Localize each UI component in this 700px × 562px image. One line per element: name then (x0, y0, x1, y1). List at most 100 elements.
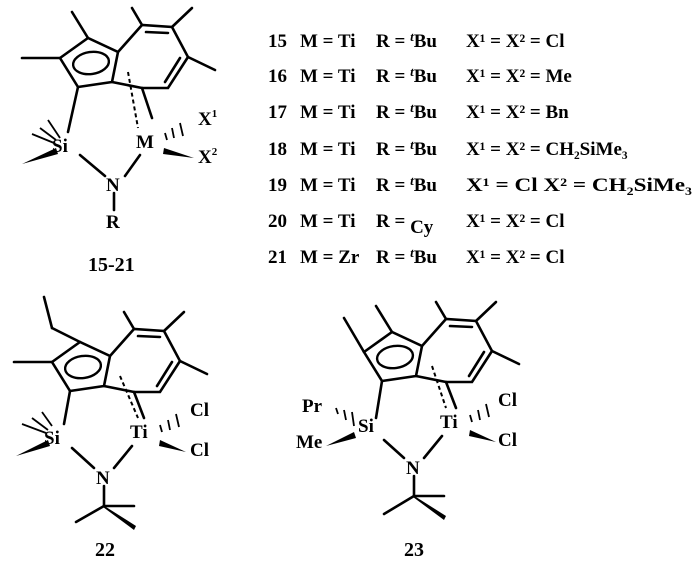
chloride-label: Cl (190, 400, 209, 421)
metal-label: M (136, 132, 154, 153)
metal-spec: M = Ti (300, 31, 356, 52)
compound-number: 22 (95, 539, 115, 561)
methyl-label: Me (296, 432, 322, 453)
wedge-bond (16, 440, 50, 456)
ethyl-bond (50, 326, 82, 344)
tbu-bond (74, 504, 106, 524)
hashed-bond (485, 403, 490, 418)
methyl-bond (132, 390, 146, 420)
structure-22: Si Ti N Cl Cl 22 (12, 295, 209, 561)
eta-coordination-bond (119, 375, 139, 419)
methyl-bond (434, 300, 448, 321)
ring-si-bond (66, 85, 80, 134)
structure-15-21: Si M N R X1 X2 15-21 (20, 6, 218, 276)
methyl-bond (170, 6, 194, 29)
x-spec: X¹ = X² = Me (466, 66, 572, 87)
compound-number: 17 (268, 102, 288, 123)
x-spec: X¹ = X² = Bn (466, 102, 569, 123)
silicon-label: Si (44, 428, 60, 449)
hashed-bond (351, 411, 355, 427)
methyl-bond (490, 349, 521, 366)
n-m-bond (123, 153, 142, 178)
double-bond (155, 360, 174, 388)
r-group-label: R (106, 212, 120, 233)
eta-coordination-bond (127, 71, 139, 129)
methyl-bond (122, 310, 136, 331)
metal-spec: M = Ti (300, 211, 356, 232)
table-row: 19 M = Ti R = tBu X¹ = Cl X² = CH₂SiMe₃ (268, 173, 692, 196)
hashed-bond (171, 127, 175, 139)
compound-table: 15 M = Ti R = tBu X¹ = X² = Cl 16 M = Ti… (268, 29, 692, 268)
hashed-bond (159, 424, 163, 433)
compound-number: 23 (404, 539, 424, 561)
table-row: 20 M = Ti R = Cy X¹ = X² = Cl (268, 211, 565, 238)
hashed-bond (335, 407, 339, 415)
aromatic-ring-circle (375, 344, 415, 370)
ring-si-bond (374, 379, 384, 420)
aromatic-ring-circle (71, 50, 111, 76)
hashed-bond (179, 122, 184, 137)
hashed-bond (175, 413, 180, 428)
metal-spec: M = Zr (300, 247, 360, 268)
x-spec: X¹ = X² = Cl (466, 247, 565, 268)
nitrogen-label: N (406, 458, 420, 479)
compound-number: 19 (268, 175, 287, 196)
compound-number: 15-21 (88, 254, 135, 276)
wedge-bond (103, 507, 136, 530)
r-spec: R = tBu (376, 100, 437, 123)
tbu-bond (382, 494, 416, 516)
n-ti-bond (112, 444, 134, 470)
nitrogen-label: N (106, 175, 120, 196)
metal-spec: M = Ti (300, 66, 356, 87)
si-n-bond (70, 446, 96, 470)
x-spec: X¹ = X² = Cl (466, 211, 565, 232)
cyclopentadienyl-ring (58, 36, 120, 89)
propyl-label: Pr (302, 396, 323, 417)
cyclopentadienyl-ring (50, 340, 112, 393)
double-bond (467, 350, 486, 378)
x-spec: X¹ = Cl X² = CH₂SiMe₃ (466, 175, 692, 196)
methyl-bond (178, 359, 209, 376)
hashed-bond (31, 417, 49, 431)
metal-spec: M = Ti (300, 139, 356, 160)
aromatic-ring-circle (63, 354, 103, 380)
chloride-label: Cl (498, 390, 517, 411)
si-n-bond (78, 153, 107, 178)
hashed-bond (41, 411, 53, 427)
wedge-bond (159, 440, 186, 452)
r-spec: R = tBu (376, 245, 437, 268)
ethyl-bond (42, 295, 54, 330)
benzo-ring (102, 327, 182, 394)
titanium-label: Ti (130, 422, 148, 443)
table-row: 16 M = Ti R = tBu X¹ = X² = Me (268, 64, 572, 87)
silicon-label: Si (358, 416, 374, 437)
n-ti-bond (422, 434, 444, 460)
wedge-bond (22, 148, 58, 164)
wedge-bond (163, 148, 194, 158)
wedge-bond (413, 497, 446, 520)
hashed-bond (167, 419, 171, 431)
table-row: 17 M = Ti R = tBu X¹ = X² = Bn (268, 100, 569, 123)
chloride-label: Cl (498, 430, 517, 451)
structure-23: Pr Me Si Ti N Cl Cl 23 (296, 300, 521, 561)
methyl-bond (342, 316, 366, 354)
hashed-bond (477, 409, 481, 421)
hashed-bond (21, 423, 47, 434)
compound-number: 21 (268, 247, 287, 268)
r-spec: R = tBu (376, 64, 437, 87)
table-row: 15 M = Ti R = tBu X¹ = X² = Cl (268, 29, 565, 52)
methyl-bond (70, 10, 90, 40)
x1-label: X1 (198, 108, 217, 130)
r-spec: R = tBu (376, 173, 437, 196)
double-bond (144, 30, 170, 35)
methyl-bond (374, 304, 394, 334)
r-spec: R = tBu (376, 137, 437, 160)
methyl-bond (140, 86, 154, 120)
methyl-bond (130, 6, 144, 27)
compound-number: 20 (268, 211, 287, 232)
benzo-ring (110, 23, 190, 90)
wedge-bond (326, 432, 356, 446)
double-bond (136, 334, 162, 339)
